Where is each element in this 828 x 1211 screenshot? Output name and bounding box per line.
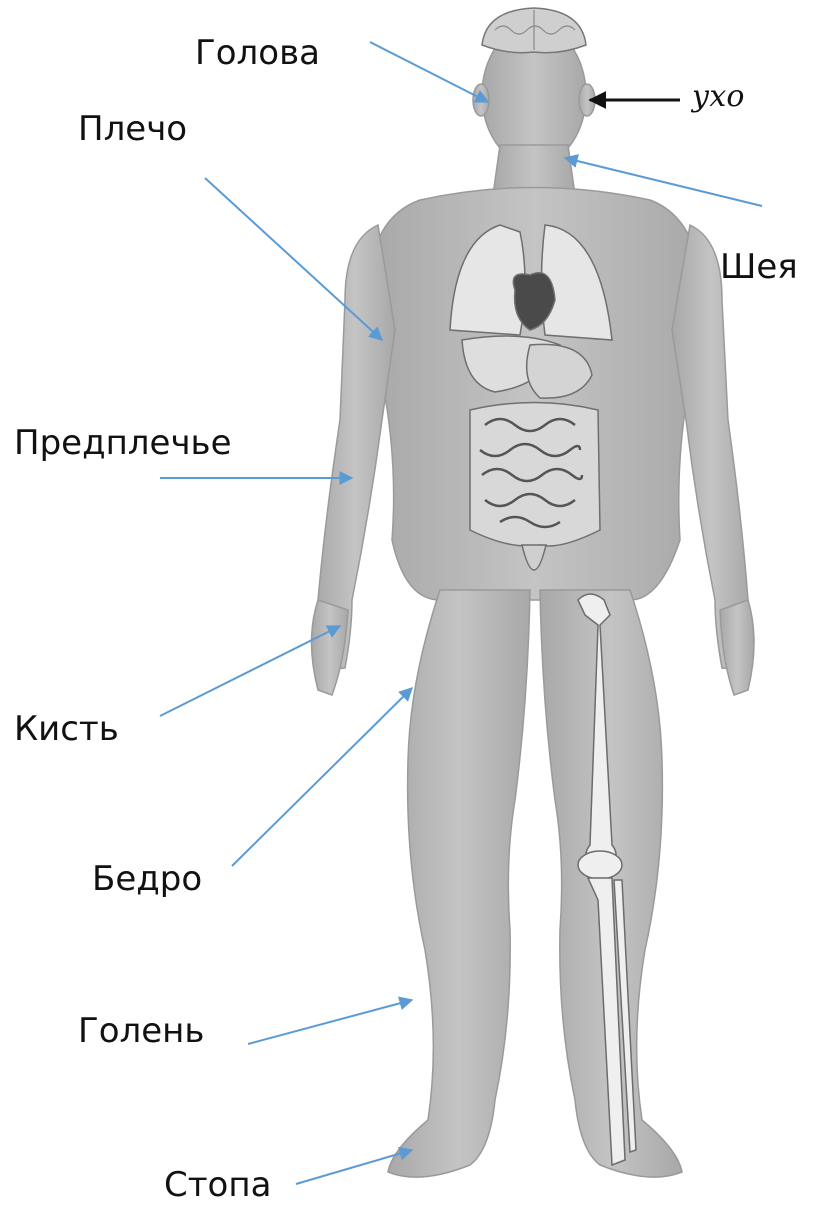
human-body <box>312 25 755 1177</box>
arrow-hand <box>160 626 340 716</box>
label-hand: Кисть <box>14 712 119 746</box>
arrow-head <box>370 42 488 102</box>
label-head: Голова <box>195 36 320 70</box>
label-forearm: Предплечье <box>14 426 232 460</box>
label-shoulder: Плечо <box>78 112 187 146</box>
label-thigh: Бедро <box>92 862 202 896</box>
arrow-thigh <box>232 688 412 866</box>
label-foot: Стопа <box>164 1168 271 1202</box>
label-neck: Шея <box>720 250 798 284</box>
arrow-shin <box>248 1000 412 1044</box>
label-shin: Голень <box>78 1014 204 1048</box>
label-ear: ухо <box>692 82 744 112</box>
brain <box>482 8 586 53</box>
